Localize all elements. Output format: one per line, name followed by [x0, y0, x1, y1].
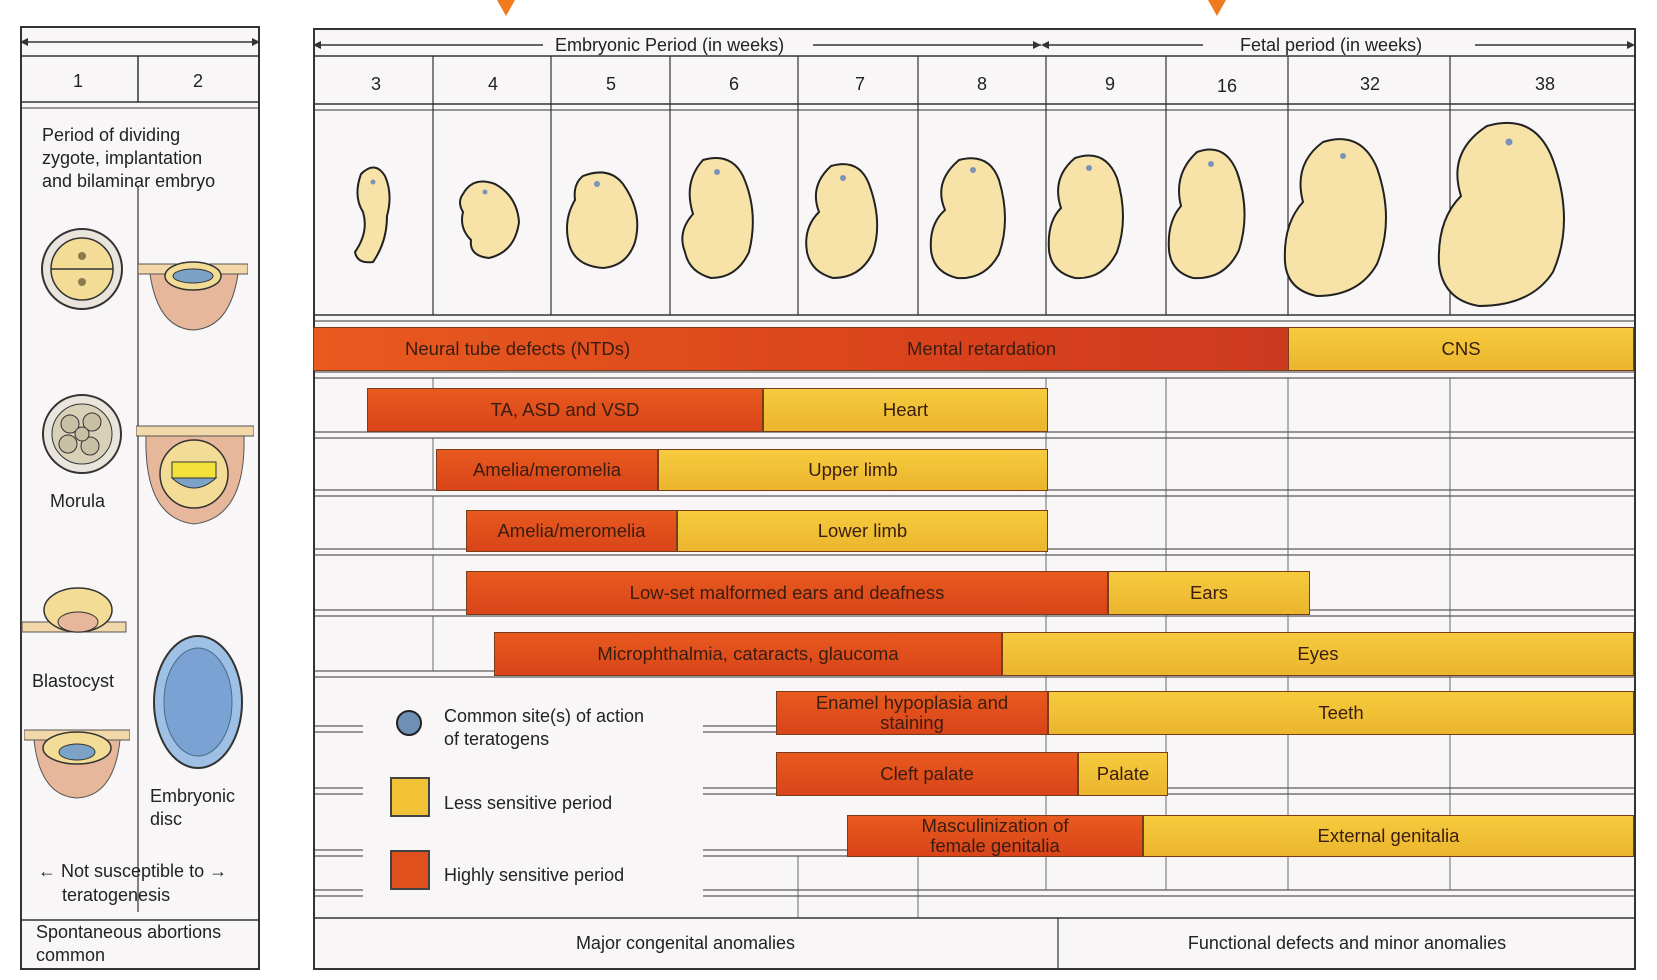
- week-4: 4: [473, 73, 513, 95]
- orange-marker-right: [1206, 0, 1228, 18]
- legend-site-1: Common site(s) of action: [444, 705, 644, 727]
- genitalia-high-line-1: Masculinization of: [921, 816, 1068, 836]
- band-palate-high: Cleft palate: [776, 752, 1078, 796]
- band-ears-high: Low-set malformed ears and deafness: [466, 571, 1108, 615]
- mental-retardation-label: Mental retardation: [907, 338, 1056, 360]
- band-genitalia-less: External genitalia: [1143, 815, 1634, 857]
- week-32: 32: [1350, 73, 1390, 95]
- embryo-week-4: [460, 182, 519, 258]
- legend-less-label: Less sensitive period: [444, 792, 612, 814]
- morula-illustration: [40, 392, 124, 476]
- blastocyst-illustration: [20, 576, 128, 658]
- fetus-week-32: [1285, 139, 1386, 296]
- ntd-label: Neural tube defects (NTDs): [405, 338, 630, 360]
- band-genitalia-high: Masculinization of female genitalia: [847, 815, 1143, 857]
- week-5: 5: [591, 73, 631, 95]
- week-3: 3: [356, 73, 396, 95]
- band-cns-less: CNS: [1288, 327, 1634, 371]
- week-1: 1: [58, 70, 98, 92]
- band-teeth-less: Teeth: [1048, 691, 1634, 735]
- band-lower-limb-less: Lower limb: [677, 510, 1048, 552]
- band-teeth-high: Enamel hypoplasia and staining: [776, 691, 1048, 735]
- week-6: 6: [714, 73, 754, 95]
- implanted-blastocyst-illustration: [24, 724, 130, 802]
- band-heart-high: TA, ASD and VSD: [367, 388, 763, 432]
- spontaneous-1: Spontaneous abortions: [36, 921, 221, 943]
- not-susceptible-1: ← Not susceptible to →: [38, 860, 227, 882]
- week-9: 9: [1090, 73, 1130, 95]
- band-eyes-less: Eyes: [1002, 632, 1634, 676]
- legend-site-2: of teratogens: [444, 728, 549, 750]
- morula-label: Morula: [50, 490, 105, 512]
- embryonic-disc-label-2: disc: [150, 808, 182, 830]
- teeth-high-line-1: Enamel hypoplasia and: [816, 693, 1008, 713]
- band-lower-limb-high: Amelia/meromelia: [466, 510, 677, 552]
- embryo-week-8: [931, 158, 1005, 278]
- zygote-illustration: [38, 228, 128, 310]
- band-palate-less: Palate: [1078, 752, 1168, 796]
- embryo-illustrations: [313, 112, 1636, 317]
- orange-marker-left: [495, 0, 517, 18]
- major-anomalies-label: Major congenital anomalies: [313, 932, 1058, 954]
- not-susceptible-2: teratogenesis: [62, 884, 170, 906]
- week-7: 7: [840, 73, 880, 95]
- embryonic-disc-illustration: [150, 632, 246, 772]
- embryonic-period-label: Embryonic Period (in weeks): [555, 34, 784, 56]
- legend-high-label: Highly sensitive period: [444, 864, 624, 886]
- genitalia-high-line-2: female genitalia: [930, 836, 1060, 856]
- period-text-3: and bilaminar embryo: [42, 170, 215, 192]
- fetus-week-38: [1439, 123, 1564, 306]
- week-38: 38: [1525, 73, 1565, 95]
- bilaminar-disc-illustration: [136, 420, 254, 532]
- embryo-week-7: [806, 164, 877, 278]
- band-ears-less: Ears: [1108, 571, 1310, 615]
- week-8: 8: [962, 73, 1002, 95]
- embryo-week-6: [682, 158, 753, 278]
- implantation-illustration: [138, 258, 248, 338]
- blastocyst-label: Blastocyst: [32, 670, 114, 692]
- band-eyes-high: Microphthalmia, cataracts, glaucoma: [494, 632, 1002, 676]
- fetus-week-9: [1049, 156, 1123, 279]
- spontaneous-2: common: [36, 944, 105, 966]
- legend-less-swatch: [390, 777, 430, 817]
- band-heart-less: Heart: [763, 388, 1048, 432]
- teeth-high-line-2: staining: [880, 713, 944, 733]
- band-upper-limb-less: Upper limb: [658, 449, 1048, 491]
- functional-defects-label: Functional defects and minor anomalies: [1058, 932, 1636, 954]
- fetus-week-16: [1169, 150, 1245, 279]
- week-16: 16: [1207, 75, 1247, 97]
- legend-high-swatch: [390, 850, 430, 890]
- period-text-1: Period of dividing: [42, 124, 180, 146]
- embryonic-disc-label-1: Embryonic: [150, 785, 235, 807]
- week-2: 2: [178, 70, 218, 92]
- period-text-2: zygote, implantation: [42, 147, 202, 169]
- site-of-action-icon: [394, 708, 424, 738]
- embryo-week-5: [567, 172, 637, 268]
- fetal-period-label: Fetal period (in weeks): [1240, 34, 1422, 56]
- band-upper-limb-high: Amelia/meromelia: [436, 449, 658, 491]
